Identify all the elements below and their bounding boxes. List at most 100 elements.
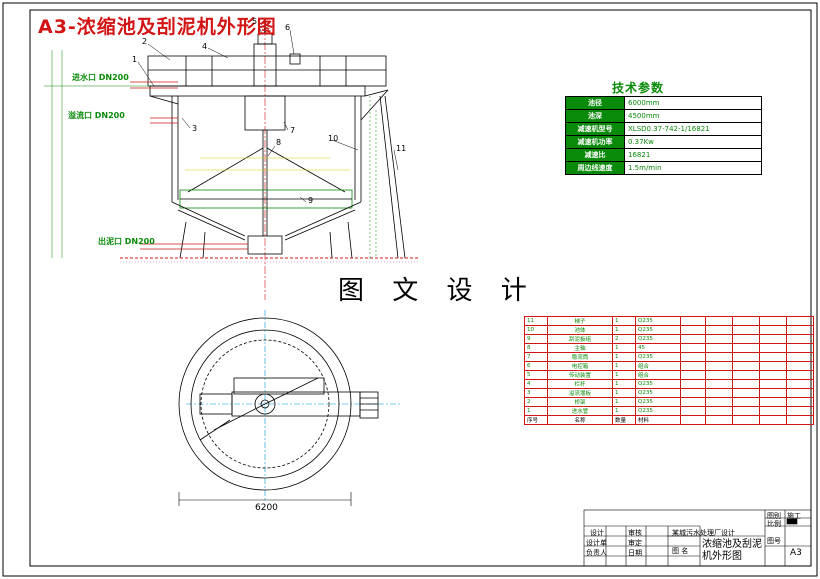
parts-cell: 1 <box>612 370 636 380</box>
tb-sheet-label: 图号 <box>767 537 781 545</box>
callout-8: 8 <box>276 138 282 147</box>
parts-cell <box>786 388 814 398</box>
parts-cell <box>732 388 760 398</box>
parts-cell: 序号 <box>524 415 548 425</box>
tb-scale-value: 施工 <box>787 512 801 520</box>
param-value: 4500mm <box>624 109 762 123</box>
parts-cell: 1 <box>612 406 636 416</box>
parts-cell <box>759 379 787 389</box>
tb-pages: 图 名 <box>672 547 689 555</box>
parts-cell <box>705 379 733 389</box>
parts-cell: 栏杆 <box>547 379 613 389</box>
parts-cell: 主轴 <box>547 343 613 353</box>
parts-cell <box>786 406 814 416</box>
tb-project: 某城污水处理厂设计 <box>672 529 735 537</box>
parts-cell: 数量 <box>612 415 636 425</box>
parts-cell <box>786 325 814 335</box>
parts-cell: 8 <box>524 343 548 353</box>
parts-cell: 1 <box>612 325 636 335</box>
overflow-label: 溢流口 DN200 <box>68 111 125 120</box>
parts-cell: 电控箱 <box>547 361 613 371</box>
parts-cell: 名称 <box>547 415 613 425</box>
callout-3: 3 <box>192 124 198 133</box>
plan-view <box>178 310 400 506</box>
tb-chief: 负责人 <box>586 549 607 557</box>
parts-cell <box>705 415 733 425</box>
parts-cell: 7 <box>524 352 548 362</box>
callout-2: 2 <box>142 37 148 46</box>
tb-size: A3 <box>790 548 802 558</box>
parts-cell <box>680 415 706 425</box>
parts-cell: 5 <box>524 370 548 380</box>
parts-cell: 2 <box>612 334 636 344</box>
parts-cell <box>759 325 787 335</box>
parts-cell <box>786 343 814 353</box>
parts-cell <box>680 388 706 398</box>
parts-cell: Q235 <box>635 397 681 407</box>
parts-cell <box>680 379 706 389</box>
parts-cell: 1 <box>612 379 636 389</box>
parts-cell <box>705 325 733 335</box>
param-key: 池深 <box>565 109 625 123</box>
param-value: XLSD0.37-742-1/16821 <box>624 122 762 136</box>
parts-cell: 1 <box>612 397 636 407</box>
parts-cell: Q235 <box>635 406 681 416</box>
parts-cell <box>759 397 787 407</box>
parts-cell <box>732 415 760 425</box>
tb-design-label: 设计 <box>590 529 604 537</box>
param-key: 减速机功率 <box>565 135 625 149</box>
callout-1: 1 <box>132 55 138 64</box>
plan-dimension: 6200 <box>255 503 278 513</box>
parts-cell <box>680 343 706 353</box>
parts-cell: 4 <box>524 379 548 389</box>
parts-cell <box>732 352 760 362</box>
parts-cell <box>786 316 814 326</box>
callout-5: 5 <box>252 17 258 26</box>
param-key: 减速机型号 <box>565 122 625 136</box>
parts-cell <box>759 370 787 380</box>
parts-cell: 9 <box>524 334 548 344</box>
parts-cell <box>705 397 733 407</box>
parts-cell <box>732 379 760 389</box>
callout-9: 9 <box>308 196 314 205</box>
param-key: 池径 <box>565 96 625 110</box>
parts-cell: 1 <box>612 316 636 326</box>
parts-cell: 11 <box>524 316 548 326</box>
tb-check-label: 审核 <box>628 529 642 537</box>
parts-cell <box>759 343 787 353</box>
param-value: 16821 <box>624 148 762 162</box>
parts-cell: 1 <box>612 361 636 371</box>
drawing-title: A3-浓缩池及刮泥机外形图 <box>38 16 277 38</box>
parts-cell: Q235 <box>635 388 681 398</box>
parts-cell <box>680 406 706 416</box>
parts-cell <box>759 361 787 371</box>
parts-header-row: 序号名称数量材料 <box>524 415 814 425</box>
parts-cell <box>786 397 814 407</box>
inlet-label: 进水口 DN200 <box>72 73 129 82</box>
parts-cell <box>705 370 733 380</box>
parts-cell: Q235 <box>635 352 681 362</box>
outlet-label: 出泥口 DN200 <box>98 237 155 246</box>
param-value: 6000mm <box>624 96 762 110</box>
parts-cell <box>680 334 706 344</box>
parts-cell <box>732 406 760 416</box>
parts-cell: 1 <box>612 352 636 362</box>
param-value: 1.5m/min <box>624 161 762 175</box>
parts-cell <box>680 325 706 335</box>
parts-cell <box>759 352 787 362</box>
parts-cell: 梯子 <box>547 316 613 326</box>
callout-6: 6 <box>285 23 291 32</box>
parts-cell <box>732 370 760 380</box>
